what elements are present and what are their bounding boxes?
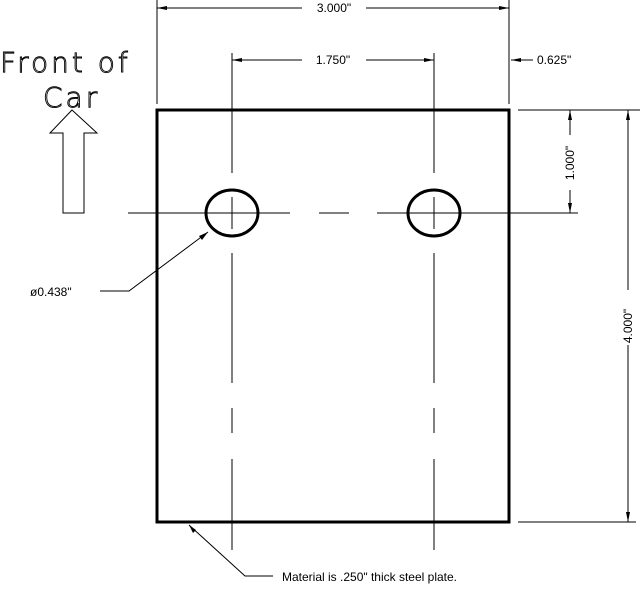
- svg-text:0.625": 0.625": [537, 53, 571, 67]
- hole-diameter-callout: ø0.438": [30, 231, 209, 299]
- dimension-hole-from-top: 1.000": [563, 110, 577, 213]
- svg-text:Material is .250" thick steel: Material is .250" thick steel plate.: [282, 570, 457, 584]
- car-label: Car: [43, 81, 100, 114]
- dimension-height: 4.000": [621, 110, 635, 522]
- dimension-width: 3.000": [156, 0, 510, 104]
- plate-outline: [155, 108, 511, 524]
- material-note: Material is .250" thick steel plate.: [188, 524, 457, 584]
- dimension-edge-offset: 0.625": [511, 53, 571, 67]
- front-of-label: Front of: [0, 46, 131, 79]
- center-lines: [128, 53, 578, 550]
- svg-text:ø0.438": ø0.438": [30, 285, 72, 299]
- svg-text:3.000": 3.000": [317, 1, 351, 15]
- dimension-hole-spacing: 1.750": [232, 53, 434, 67]
- svg-text:1.750": 1.750": [316, 53, 350, 67]
- front-direction-arrow-icon: [48, 109, 99, 214]
- svg-text:1.000": 1.000": [563, 146, 577, 180]
- svg-text:4.000": 4.000": [621, 309, 635, 343]
